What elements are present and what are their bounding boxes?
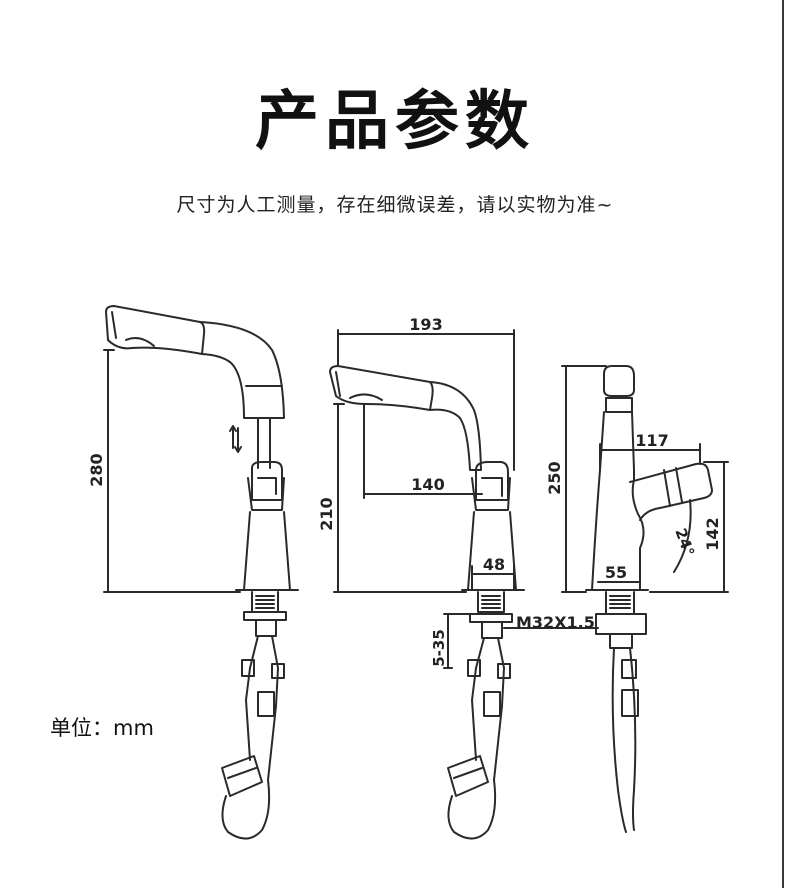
label-spout-reach: 140 xyxy=(411,475,444,494)
label-handle-length: 117 xyxy=(635,431,668,450)
page-subtitle: 尺寸为人工测量，存在细微误差，请以实物为准~ xyxy=(176,194,614,216)
right-border-rule xyxy=(782,0,784,888)
label-handle-angle: 24° xyxy=(671,526,698,559)
label-deck-thickness: 5-35 xyxy=(430,629,448,667)
dim-handle-height xyxy=(649,461,729,593)
label-handle-height: 142 xyxy=(703,517,722,550)
faucet-front-normal xyxy=(329,365,525,840)
dim-spout-reach xyxy=(363,403,483,499)
label-height-side: 250 xyxy=(545,461,564,494)
label-side-base: 55 xyxy=(605,563,627,582)
dim-total-width xyxy=(337,329,515,471)
dim-deck-thickness xyxy=(443,613,599,669)
dim-handle-angle xyxy=(673,499,692,573)
unit-label: 单位：mm xyxy=(50,716,154,740)
label-total-width: 193 xyxy=(409,315,442,334)
dim-height-left xyxy=(103,349,241,593)
dim-handle-length xyxy=(599,443,701,471)
label-thread: M32X1.5 xyxy=(516,613,595,632)
dim-height-mid xyxy=(333,403,467,593)
label-height-mid: 210 xyxy=(317,497,336,530)
page-title: 产品参数 xyxy=(255,85,535,159)
label-height-left: 280 xyxy=(87,453,106,486)
dim-height-side xyxy=(561,365,607,593)
dim-base-width xyxy=(471,565,515,591)
label-base-width: 48 xyxy=(483,555,505,574)
faucet-front-extended xyxy=(105,305,299,840)
